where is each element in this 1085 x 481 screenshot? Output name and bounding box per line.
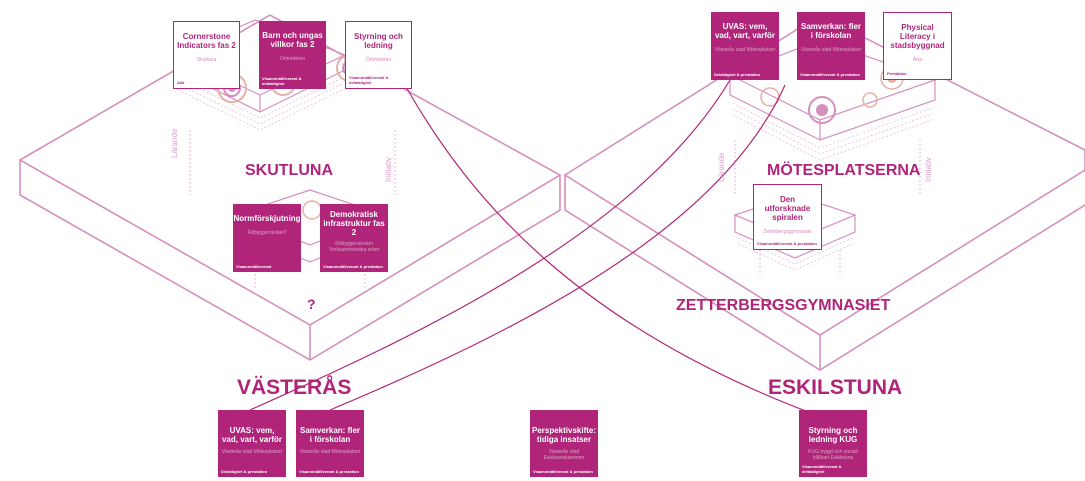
card-footer: Visamnnätillverant & deltaktighet [802,464,842,474]
place-vasteras: VÄSTERÅS [237,376,352,399]
card-title: UVAS: vem, vad, vart, varför [221,426,283,444]
card-samverkan-bottom[interactable]: Samverkan: fler i förskolan Västerås sta… [296,410,364,477]
card-barn-och-ungas[interactable]: Barn och ungas villkor fas 2 Örtmetären … [259,21,326,89]
card-footer: Delaktighet & prestation [221,469,268,474]
card-footer: Visamnnätillverant & prestation [757,241,817,246]
card-title: Den utforsknade spiralen [764,195,811,222]
card-title: Cornerstone Indicators fas 2 [177,32,236,50]
card-footer: Visamnnätillverant & prestation [299,469,359,474]
card-title: Samverkan: fler i förskolan [299,426,361,444]
connection-curves [249,79,831,421]
card-subtitle: Zetterbergsgymnasiet [763,229,812,235]
card-subtitle: Skultuna [196,57,217,63]
card-title: Styrning och ledning [354,32,403,50]
card-subtitle: Örtmetären [365,57,392,63]
card-title: Barn och ungas villkor fas 2 [262,31,323,49]
axis-right-motes: Initiativ [924,157,933,182]
place-zetterbergsgymnasiet: ZETTERBERGSGYMNASIET [676,297,891,314]
axis-left-motes: Lärande [717,152,726,182]
card-title: Samverkan: fler i förskolan [800,22,862,40]
axis-right-skutluna: Initiativ [384,157,393,182]
card-perspektivskifte[interactable]: Perspektivskifte: tidiga insatser Väster… [530,410,598,477]
card-footer: Visamnnätillverant & prestation [533,469,593,474]
card-title: Demokratisk infrastruktur fas 2 [323,210,385,237]
card-title: Normförskjutning [233,214,301,223]
card-demokratisk-infrastruktur[interactable]: Demokratisk infrastruktur fas 2 Rdbygger… [320,204,388,272]
card-subtitle: Västerås stad Mötesplatser [714,47,776,53]
card-subtitle: Rdbyggerskolan? [247,230,287,236]
place-skutluna: SKUTLUNA [245,162,333,179]
place-eskilstuna: ESKILSTUNA [768,376,903,399]
card-samverkan-top[interactable]: Samverkan: fler i förskolan Västerås sta… [797,12,865,80]
card-footer: Visamnnätillverant & prestation [800,72,860,77]
card-title: Styrning och ledning KUG [808,426,858,444]
card-uvas-top[interactable]: UVAS: vem, vad, vart, varför Västerås st… [711,12,779,80]
card-subtitle: Árta [912,57,923,63]
guide-arrows [189,130,921,290]
card-subtitle: Västerås stad Exkitsanskammen [543,449,585,461]
card-title: Perspektivskifte: tidiga insatser [531,426,597,444]
card-subtitle: Västerås stad Mötesplatser [800,47,862,53]
axis-left-skutluna: Lärande [170,128,179,158]
card-utforsknade-spiralen[interactable]: Den utforsknade spiralen Zetterbergsgymn… [753,184,822,250]
card-footer: Visamnnätillverant [236,264,272,269]
place-unknown: ? [307,296,316,312]
card-title: Physical Literacy i stadsbyggnad [890,23,945,50]
card-subtitle: Örtmetären [279,56,306,62]
card-uvas-bottom[interactable]: UVAS: vem, vad, vart, varför Västerås st… [218,410,286,477]
card-subtitle: Västerås stad Mötesplatser [299,449,361,455]
card-footer: Visamnnätillverant & prestation [323,264,383,269]
card-subtitle: Rdbyggerskolam Verksamhetsdea arbet [328,241,380,253]
card-footer: Visamnnätillverant & deltaktighet [262,76,302,86]
stack-layers [177,77,933,271]
card-footer: Alla [177,80,185,85]
place-motesplatserna: MÖTESPLATSERNA [767,162,921,179]
card-styrning-kug[interactable]: Styrning och ledning KUG KUG tryggt och … [799,410,867,477]
card-styrning-och-ledning[interactable]: Styrning och ledning Örtmetären Visamnnä… [345,21,412,89]
card-footer: Prestation [887,71,907,76]
card-normforskjutning[interactable]: Normförskjutning Rdbyggerskolan? Visamnn… [233,204,301,272]
card-title: UVAS: vem, vad, vart, varför [714,22,776,40]
card-subtitle: KUG tryggt och socialt hållbart Eskilstu… [808,449,858,461]
card-subtitle: Västerås stad Mötesplatser [221,449,283,455]
card-footer: Visamnnätillverant & deltaktighet [349,75,389,85]
card-physical-literacy[interactable]: Physical Literacy i stadsbyggnad Árta Pr… [883,12,952,80]
card-footer: Delaktighet & prestation [714,72,761,77]
card-cornerstone[interactable]: Cornerstone Indicators fas 2 Skultuna Al… [173,21,240,89]
